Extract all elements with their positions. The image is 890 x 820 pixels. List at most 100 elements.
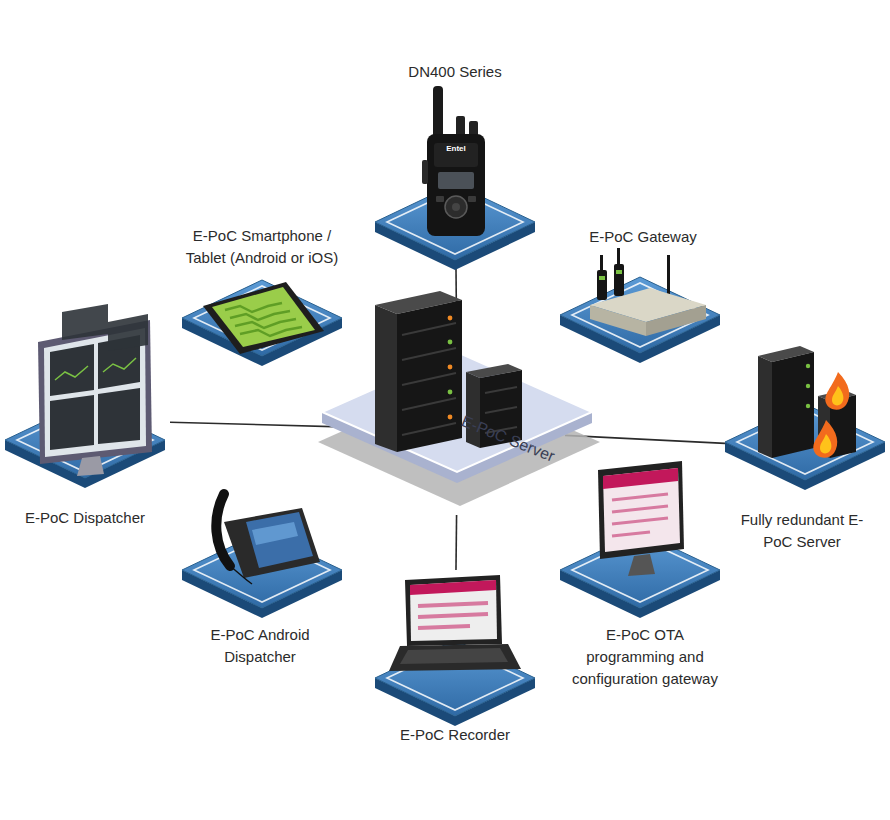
gateway-illustration: [590, 248, 706, 336]
dispatcher-illustration: [38, 304, 152, 476]
server-front: [772, 352, 814, 458]
tablet-screen: [212, 287, 315, 347]
monitor-frame: [598, 461, 684, 559]
fire-symbol: [832, 386, 843, 405]
server-slot: [402, 373, 456, 385]
screen-wave: [225, 303, 282, 312]
node-label: E-PoC Dispatcher: [5, 507, 165, 529]
fire-symbol: [820, 434, 831, 453]
radio-side-button: [422, 160, 428, 184]
laptop-screen: [410, 580, 497, 641]
gateway-front: [590, 305, 646, 336]
device-node: E-PoC Recorder: [370, 570, 540, 750]
laptop-illustration: [389, 575, 521, 671]
status-led: [806, 384, 810, 388]
screen-row: [418, 614, 488, 617]
server-slot: [485, 407, 517, 413]
node-label: E-PoC Android Dispatcher: [193, 624, 328, 668]
screen-row: [612, 494, 668, 500]
device-node: Fully redundant E-PoC Server: [725, 340, 888, 555]
screen-panel: [252, 522, 298, 545]
status-led: [448, 415, 453, 420]
radio-speaker: [434, 143, 478, 167]
handset-cord: [230, 566, 252, 584]
gateway-antenna: [617, 248, 620, 265]
radio-body: [427, 134, 485, 236]
device-node: E-PoC Dispatcher: [5, 300, 170, 540]
fire-symbol: [825, 372, 849, 410]
server-side: [758, 356, 772, 458]
screen-row: [418, 626, 470, 628]
radio-keypad: [452, 203, 460, 211]
server-slot: [402, 423, 456, 435]
connector-line: [455, 515, 457, 570]
server-slot: [402, 398, 456, 410]
server-side: [375, 305, 397, 452]
floating-window: [108, 314, 148, 351]
status-led: [448, 340, 453, 345]
device-node: E-PoC Gateway: [565, 226, 725, 366]
screen-chart: [55, 366, 88, 380]
radio-key: [468, 196, 476, 202]
server-front: [397, 300, 462, 452]
ota-monitor-illustration: [598, 461, 684, 576]
tablet-illustration: [203, 282, 324, 354]
status-led: [599, 276, 605, 280]
screen-wave: [235, 319, 296, 328]
tablet-frame: [203, 282, 324, 354]
monitor-screen: [603, 468, 680, 552]
floating-window: [62, 304, 108, 340]
desk-phone-illustration: [216, 494, 320, 584]
status-led: [806, 364, 810, 368]
fire-symbol: [813, 420, 837, 458]
node-label: Fully redundant E-PoC Server: [735, 509, 870, 553]
laptop-lid: [405, 575, 502, 646]
phone-base: [224, 508, 320, 578]
radio-screen: [438, 172, 474, 189]
platform-tile: [375, 640, 535, 726]
screen-window: [50, 344, 94, 396]
screen-row: [612, 518, 668, 524]
status-led: [448, 365, 453, 370]
node-label: E-PoC Server: [453, 408, 563, 470]
radio-keypad: [445, 196, 467, 218]
brand-label: Entel: [436, 144, 476, 154]
screen-wave: [240, 327, 302, 336]
platform-tile: [182, 280, 342, 366]
gateway-side: [646, 305, 706, 336]
node-label: E-PoC Gateway: [568, 226, 718, 248]
radio-key: [436, 196, 444, 202]
node-label: E-PoC OTA programming and configuration …: [565, 624, 725, 690]
server-slot: [402, 348, 456, 360]
monitor-stand: [77, 456, 104, 476]
device-node: DN400 Series: [370, 60, 540, 265]
node-label: DN400 Series: [380, 61, 530, 83]
screen-row: [612, 506, 668, 512]
device-node: E-PoC Android Dispatcher: [175, 490, 350, 670]
screen-row: [418, 603, 488, 606]
redundant-server-illustration: [758, 346, 856, 458]
screen-window: [50, 395, 94, 450]
laptop-base: [389, 644, 521, 671]
status-led: [448, 390, 453, 395]
status-led: [806, 404, 810, 408]
status-led: [616, 270, 622, 274]
monitor-stand: [628, 554, 655, 576]
device-node: E-PoC OTA programming and configuration …: [565, 455, 725, 690]
gateway-radio: [614, 264, 624, 296]
screen-window: [98, 388, 140, 444]
server-slot: [402, 323, 456, 335]
status-led: [448, 316, 453, 321]
gateway-antenna: [667, 255, 670, 297]
screen-wave: [230, 311, 290, 320]
gateway-antenna: [600, 255, 603, 271]
phone-handset: [216, 494, 230, 566]
device-node: E-PoC Smartphone / Tablet (Android or iO…: [170, 226, 350, 366]
screen-header: [603, 468, 678, 489]
screen-row: [612, 532, 650, 536]
screen-chart: [103, 358, 136, 372]
screen-header: [410, 580, 496, 595]
